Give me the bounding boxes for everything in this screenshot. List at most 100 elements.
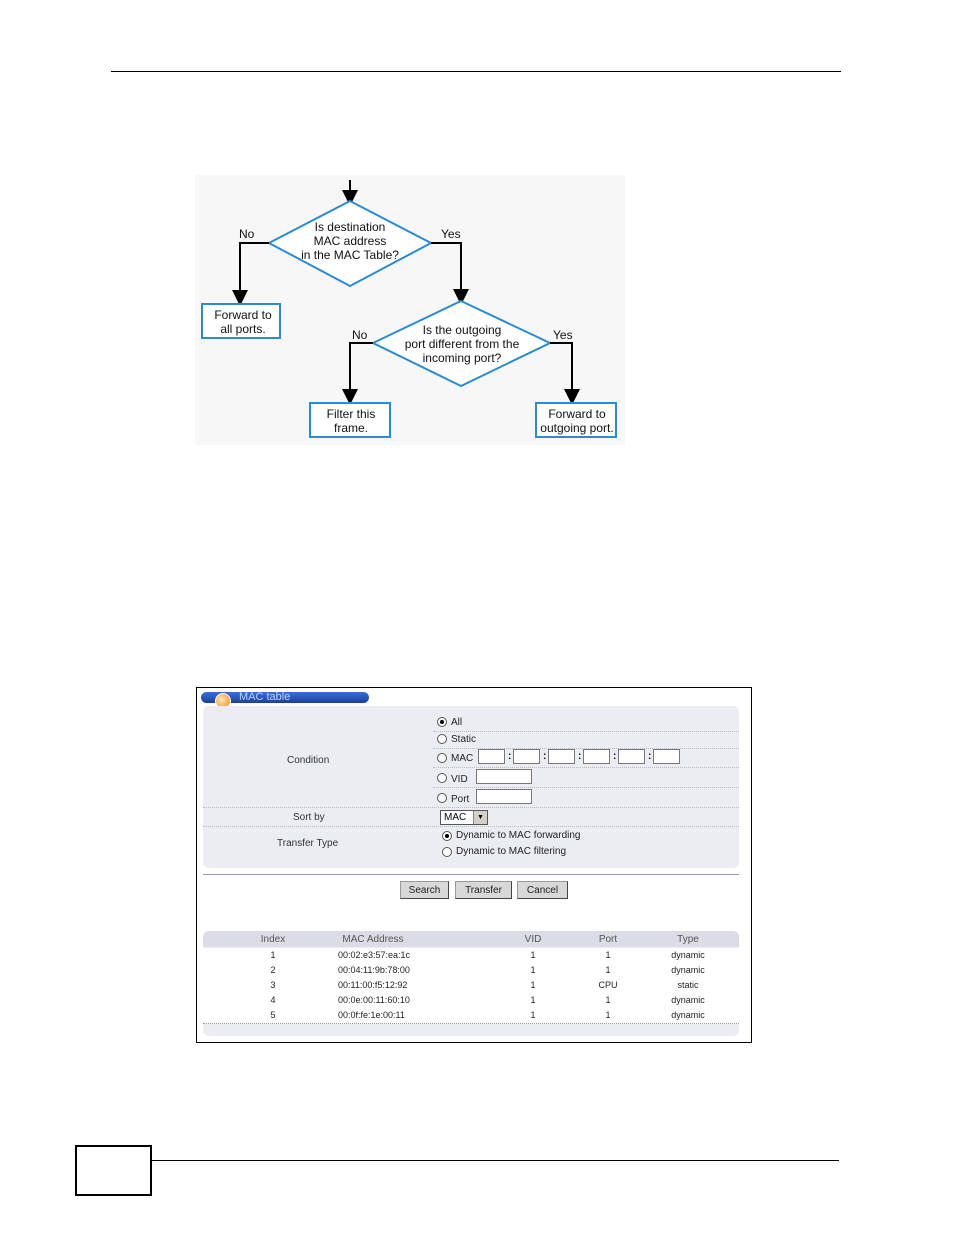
cell-type: dynamic (671, 1010, 705, 1020)
flowchart-graphics (201, 180, 617, 438)
mac-octet-4-input[interactable] (583, 749, 610, 764)
condition-vid-radio[interactable] (437, 773, 447, 783)
q2-yes-label: Yes (553, 328, 573, 342)
row-divider (203, 826, 739, 827)
row-divider (433, 731, 739, 732)
arrow-q2-yes (550, 342, 580, 405)
condition-all-radio[interactable] (437, 717, 447, 727)
condition-all-label: All (451, 717, 463, 728)
mac-table-screen: MAC table Condition All Static MAC : : :… (196, 687, 752, 1043)
q1-no-label: No (239, 227, 255, 241)
cell-vid: 1 (530, 980, 536, 990)
mac-octet-6-input[interactable] (653, 749, 680, 764)
condition-mac-label: MAC (451, 753, 474, 764)
box-filter (309, 402, 391, 438)
port-input[interactable] (476, 789, 532, 804)
table-row: 4 00:0e:00:11:60:10 1 1 dynamic (203, 993, 739, 1009)
row-divider (433, 767, 739, 768)
dropdown-arrow-icon[interactable]: ▼ (473, 811, 487, 824)
row-divider (433, 787, 739, 788)
mac-octet-5-input[interactable] (618, 749, 645, 764)
col-type-header: Type (677, 934, 699, 945)
mac-octet-3-input[interactable] (548, 749, 575, 764)
q2-no-label: No (352, 328, 368, 342)
table-row: 5 00:0f:fe:1e:00:11 1 1 dynamic (203, 1008, 739, 1024)
sort-by-select[interactable]: MAC ▼ (440, 810, 488, 825)
box-forward-all (201, 303, 281, 339)
header-rule (111, 71, 841, 72)
sort-by-label: Sort by (293, 812, 325, 823)
condition-vid-label: VID (451, 774, 468, 785)
mac-forwarding-flowchart: Is destination MAC address in the MAC Ta… (195, 175, 625, 445)
transfer-filtering-label: Dynamic to MAC filtering (456, 846, 567, 857)
cell-mac: 00:0f:fe:1e:00:11 (338, 1010, 405, 1020)
box-forward-outgoing-text: Forward to outgoing port. (540, 407, 614, 435)
footer-rule (151, 1160, 839, 1161)
condition-label: Condition (287, 755, 330, 766)
table-row: 2 00:04:11:9b:78:00 1 1 dynamic (203, 963, 739, 979)
title-bar: MAC table (201, 691, 369, 709)
col-port-header: Port (598, 934, 618, 945)
table-row: 1 00:02:e3:57:ea:1c 1 1 dynamic (203, 948, 739, 964)
search-button[interactable]: Search (400, 881, 449, 899)
cell-index: 3 (270, 980, 276, 990)
table-row: 3 00:11:00:f5:12:92 1 CPU static (203, 978, 739, 994)
cell-mac: 00:04:11:9b:78:00 (338, 965, 410, 975)
cell-vid: 1 (530, 995, 536, 1005)
decision-diamond-2 (370, 299, 553, 388)
cell-mac: 00:02:e3:57:ea:1c (338, 950, 411, 960)
cell-index: 5 (270, 1010, 276, 1020)
cell-type: dynamic (671, 995, 705, 1005)
condition-static-label: Static (451, 734, 477, 745)
col-mac-header: MAC Address (342, 934, 404, 945)
page-number-box (75, 1145, 152, 1196)
cell-mac: 00:0e:00:11:60:10 (338, 995, 410, 1005)
transfer-forwarding-label: Dynamic to MAC forwarding (456, 830, 581, 841)
arrow-q1-yes (431, 242, 469, 305)
condition-static-radio[interactable] (437, 734, 447, 744)
sort-by-value: MAC (444, 812, 467, 823)
q1-text: Is destination MAC address in the MAC Ta… (301, 220, 399, 262)
condition-port-radio[interactable] (437, 793, 447, 803)
transfer-button[interactable]: Transfer (455, 881, 512, 899)
col-index-header: Index (260, 934, 286, 945)
arrow-q1-no (232, 242, 269, 306)
cell-type: dynamic (671, 950, 705, 960)
condition-mac-radio[interactable] (437, 753, 447, 763)
cell-index: 2 (270, 965, 276, 975)
decision-diamond-1 (266, 199, 434, 288)
condition-port-label: Port (451, 794, 470, 805)
box-forward-outgoing (535, 402, 617, 438)
cell-index: 1 (270, 950, 276, 960)
box-forward-all-text: Forward to all ports. (214, 308, 272, 336)
transfer-type-label: Transfer Type (277, 838, 339, 849)
q1-yes-label: Yes (441, 227, 461, 241)
cell-port: 1 (605, 965, 611, 975)
transfer-filtering-radio[interactable] (442, 847, 452, 857)
row-divider (433, 748, 739, 749)
box-filter-text: Filter this frame. (326, 407, 376, 435)
cell-port: 1 (605, 950, 611, 960)
mac-separator: : (613, 751, 617, 762)
mac-separator: : (543, 751, 547, 762)
cell-type: static (677, 980, 699, 990)
cell-vid: 1 (530, 965, 536, 975)
cell-type: dynamic (671, 965, 705, 975)
vid-input[interactable] (476, 769, 532, 784)
screen-title: MAC table (239, 691, 291, 703)
mac-separator: : (648, 751, 652, 762)
cell-mac: 00:11:00:f5:12:92 (338, 980, 408, 990)
cell-port: 1 (605, 995, 611, 1005)
section-separator (203, 874, 739, 875)
row-divider (203, 807, 739, 808)
cancel-button[interactable]: Cancel (517, 881, 568, 899)
mac-separator: : (578, 751, 582, 762)
cell-port: CPU (598, 980, 618, 990)
mac-octet-2-input[interactable] (513, 749, 540, 764)
mac-octet-1-input[interactable] (478, 749, 505, 764)
cell-vid: 1 (530, 1010, 536, 1020)
q2-text: Is the outgoing port different from the … (404, 323, 520, 365)
cell-port: 1 (605, 1010, 611, 1020)
transfer-forwarding-radio[interactable] (442, 831, 452, 841)
table-header: Index MAC Address VID Port Type (203, 931, 739, 947)
